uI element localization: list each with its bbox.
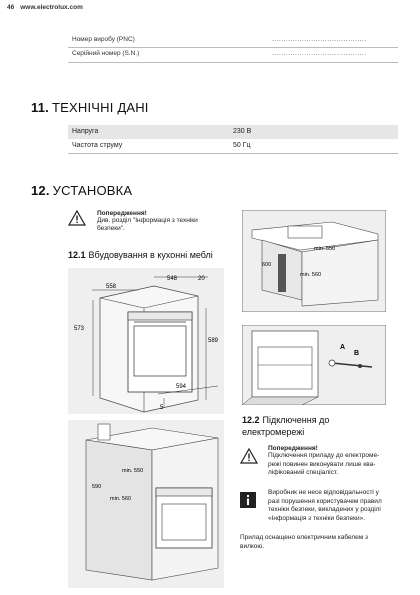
warning-text: режі повинен виконувати лише ква- <box>268 460 376 468</box>
subsection-title-text: Підключення до <box>262 415 330 425</box>
cable-note-text: вилкою. <box>240 542 265 550</box>
section-title-text: УСТАНОВКА <box>52 183 133 198</box>
oven-fixing-diagram: A B <box>242 325 386 405</box>
warning-block: Попередження! Див. розділ "Інформація з … <box>97 210 227 233</box>
tech-table: Напруга 230 В Частота струму 50 Гц <box>68 125 398 154</box>
cable-note: Прилад оснащено електричним кабелем з ви… <box>240 534 390 551</box>
dim-600: 600 <box>262 262 271 268</box>
warning-icon <box>68 210 86 226</box>
table-row: Частота струму 50 Гц <box>68 139 398 154</box>
sn-value: ........................................… <box>272 50 367 57</box>
section-number: 12. <box>31 183 50 198</box>
site-url: www.electrolux.com <box>20 4 83 11</box>
warning-text: Див. розділ "Інформація з техніки <box>97 217 198 224</box>
label-a: A <box>340 344 345 351</box>
label-b: B <box>354 350 359 357</box>
info-text: Виробник не несе відповідальності у <box>268 489 379 496</box>
dim-min-550: min. 550 <box>122 468 143 474</box>
warning-text: Підключення приладу до електроме- <box>268 452 380 459</box>
cabinet-top-diagram: min. 550 600 min. 560 <box>242 210 386 312</box>
column-install-diagram: min. 550 590 min. 560 <box>68 420 224 588</box>
table-cell-label: Напруга <box>72 128 99 135</box>
page-number: 46 <box>7 4 15 11</box>
dim-589: 589 <box>208 338 219 344</box>
dim-min-550: min. 550 <box>314 246 335 252</box>
pnc-label: Номер виробу (PNC) <box>72 36 135 43</box>
section-title-text: ТЕХНІЧНІ ДАНІ <box>51 100 149 115</box>
cable-note-text: Прилад оснащено електричним кабелем з <box>240 534 369 541</box>
info-text: техніки безпеки, викладених у розділі <box>268 506 381 513</box>
dim-573: 573 <box>74 326 85 332</box>
dim-min-560: min. 560 <box>110 496 131 502</box>
warning-title: Попередження! <box>97 210 147 217</box>
section-title-tech: 11.ТЕХНІЧНІ ДАНІ <box>31 100 149 115</box>
subsection-number: 12.1 <box>68 250 86 260</box>
dim-20: 20 <box>198 276 205 282</box>
sn-label: Серійний номер (S.N.) <box>72 50 140 57</box>
subsection-number: 12.2 <box>242 415 260 425</box>
warning-text: ліфікований спеціаліст. <box>268 469 338 476</box>
dim-590: 590 <box>92 484 101 490</box>
dim-min-560: min. 560 <box>300 272 321 278</box>
table-cell-value: 50 Гц <box>233 142 251 149</box>
subsection-title-text: Вбудовування в кухонні меблі <box>88 250 213 260</box>
info-text: «Інформація з техніки безпеки». <box>268 514 366 522</box>
dim-548: 548 <box>167 276 178 282</box>
info-text: разі порушення користувачем правил <box>268 497 382 505</box>
built-in-dimensions-diagram: 548 20 558 573 589 594 5 <box>68 268 224 414</box>
table-cell-label: Частота струму <box>72 142 123 149</box>
table-row: Напруга 230 В <box>68 125 398 139</box>
divider <box>68 62 398 63</box>
warning-text: безпеки". <box>97 225 125 232</box>
subsection-title-text: електромережі <box>242 427 305 437</box>
dim-5: 5 <box>160 405 164 411</box>
warning-icon <box>240 448 258 464</box>
warning-title: Попередження! <box>268 445 318 452</box>
info-icon <box>240 492 256 508</box>
dim-558: 558 <box>106 284 117 290</box>
dim-594: 594 <box>176 384 187 390</box>
info-block: Виробник не несе відповідальності у разі… <box>268 489 398 523</box>
pnc-value: ........................................… <box>272 36 367 43</box>
section-title-install: 12.УСТАНОВКА <box>31 183 132 198</box>
divider <box>68 47 398 48</box>
section-number: 11. <box>31 100 49 115</box>
warning-block: Попередження! Підключення приладу до еле… <box>268 445 398 478</box>
table-cell-value: 230 В <box>233 128 252 135</box>
page-header: 46 www.electrolux.com <box>7 4 89 11</box>
